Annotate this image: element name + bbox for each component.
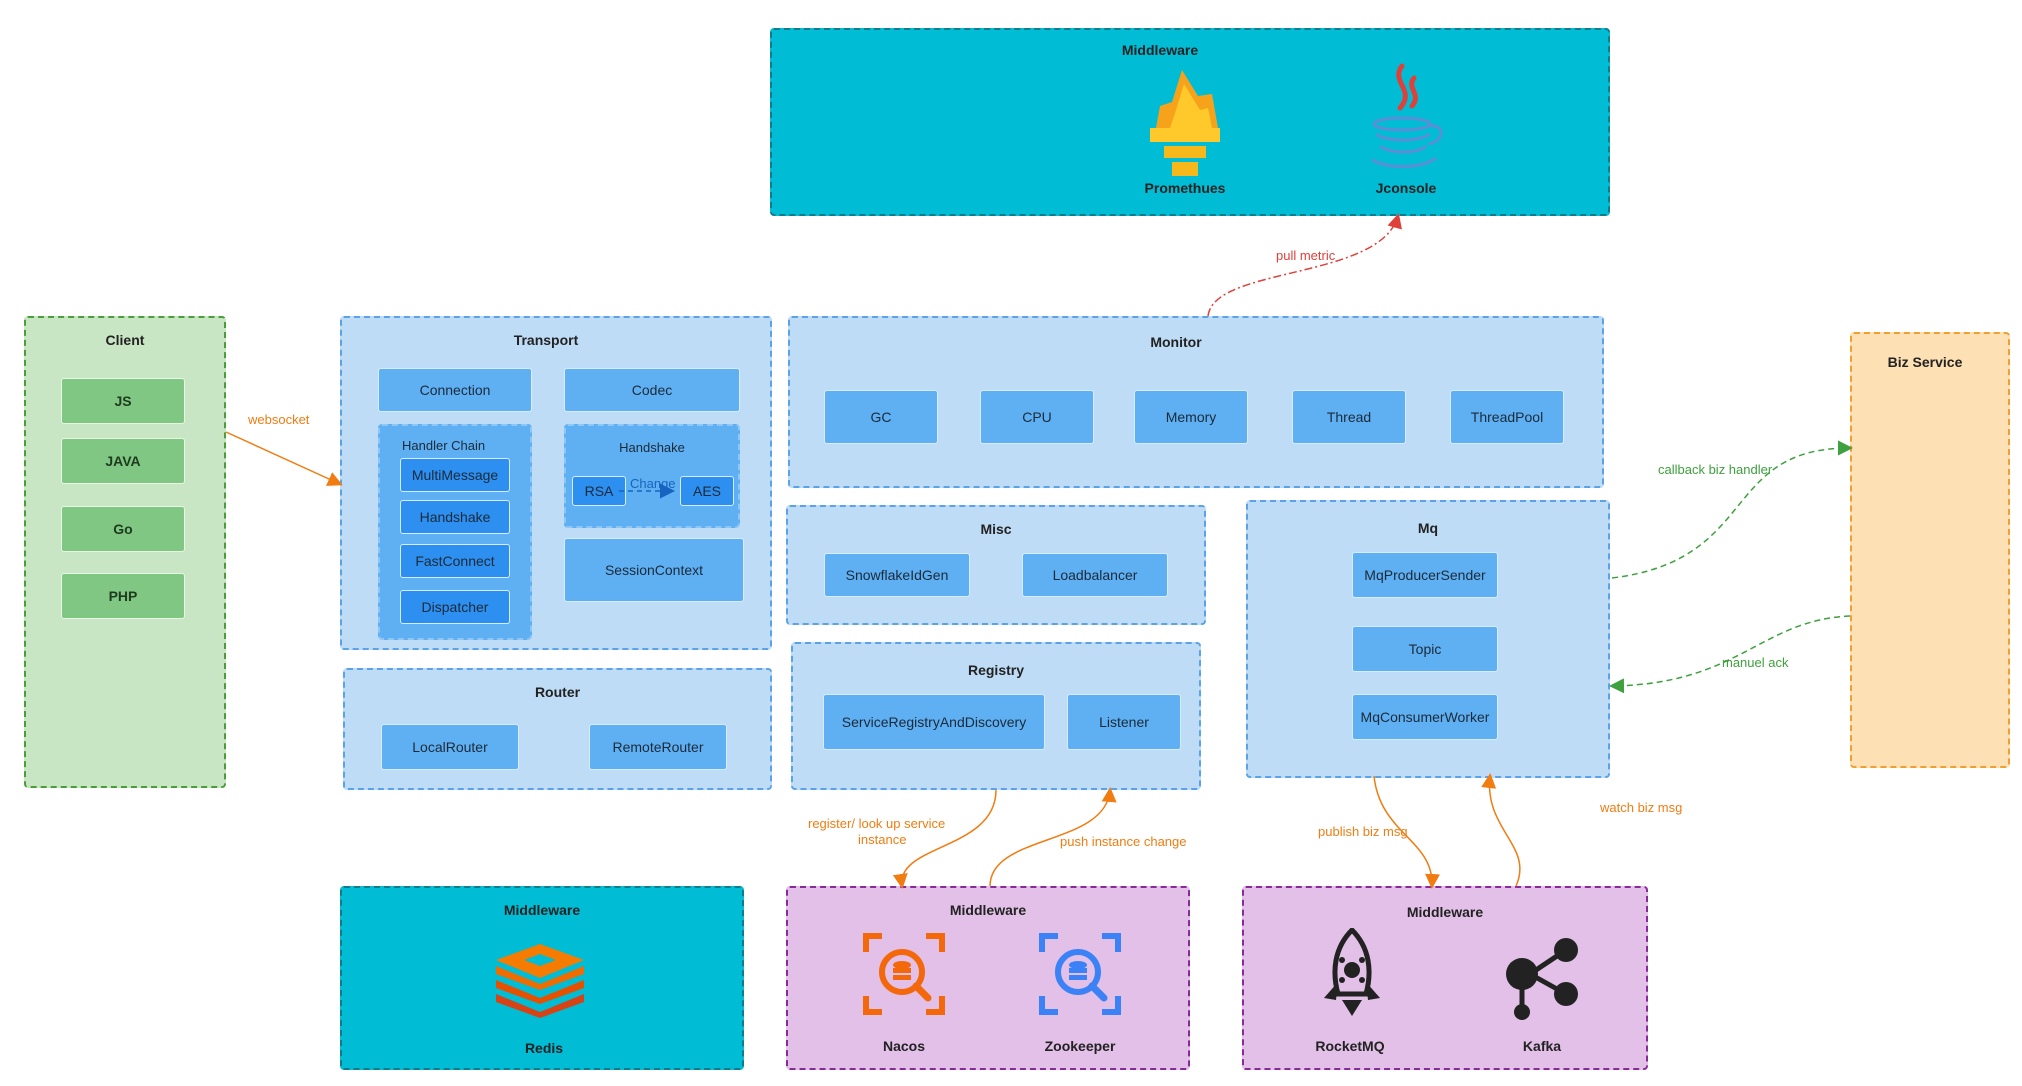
edge-manuel-ack <box>1609 615 1851 694</box>
redis-label: Redis <box>524 1040 564 1056</box>
register-label-line1: register/ look up service <box>808 816 946 831</box>
remote-router-box: RemoteRouter <box>589 724 727 770</box>
monitor-cpu: CPU <box>980 390 1094 444</box>
misc-title: Misc <box>980 521 1012 537</box>
edge-callback <box>1611 440 1853 579</box>
websocket-label: websocket <box>248 412 310 427</box>
rocketmq-icon <box>1324 928 1380 1016</box>
monitor-title: Monitor <box>1150 334 1202 350</box>
client-panel: Client JS JAVA Go PHP <box>24 316 226 788</box>
aes-box: AES <box>680 476 734 506</box>
biz-service-title: Biz Service <box>1887 354 1963 370</box>
rsa-box: RSA <box>572 476 626 506</box>
redis-icon <box>496 944 584 1018</box>
router-panel: Router LocalRouter RemoteRouter <box>343 668 772 790</box>
zookeeper-label: Zookeeper <box>1044 1038 1116 1054</box>
middleware-top-panel: Middleware Promethues Jconsole <box>770 28 1610 216</box>
client-js: JS <box>61 378 185 424</box>
edge-register <box>892 789 997 889</box>
nacos-icon <box>863 933 945 1015</box>
session-context-box: SessionContext <box>564 538 744 602</box>
client-php: PHP <box>61 573 185 619</box>
codec-box: Codec <box>564 368 740 412</box>
router-title: Router <box>534 684 581 700</box>
middleware-redis-title: Middleware <box>503 902 581 918</box>
zookeeper-icon <box>1039 933 1121 1015</box>
edge-pull-metric <box>1207 213 1402 317</box>
handler-multimessage: MultiMessage <box>400 458 510 492</box>
kafka-icon <box>1506 938 1578 1020</box>
edge-push-change <box>989 787 1117 887</box>
jconsole-label: Jconsole <box>1375 180 1437 196</box>
transport-panel: Transport Connection Codec Handler Chain… <box>340 316 772 650</box>
middleware-registry-panel: Middleware Nacos Zookeeper <box>786 886 1190 1070</box>
transport-title: Transport <box>513 332 579 348</box>
middleware-mq-title: Middleware <box>1406 904 1484 920</box>
edge-watch <box>1481 773 1521 887</box>
edge-websocket <box>225 431 343 486</box>
listener-box: Listener <box>1067 694 1181 750</box>
push-change-label: push instance change <box>1060 834 1187 849</box>
pull-metric-label: pull metric <box>1276 248 1336 263</box>
mq-panel: Mq MqProducerSender Topic MqConsumerWork… <box>1246 500 1610 778</box>
snowflake-box: SnowflakeIdGen <box>824 553 970 597</box>
client-title: Client <box>105 332 145 348</box>
edge-publish <box>1373 775 1441 889</box>
handshake-title: Handshake <box>619 440 685 455</box>
manuel-ack-label: manuel ack <box>1722 655 1789 670</box>
handshake-panel: Handshake RSA AES Change <box>564 424 740 528</box>
middleware-registry-title: Middleware <box>949 902 1027 918</box>
local-router-box: LocalRouter <box>381 724 519 770</box>
client-java: JAVA <box>61 438 185 484</box>
registry-title: Registry <box>967 662 1025 678</box>
prometheus-torch-icon <box>1150 70 1220 176</box>
handler-chain-title: Handler Chain <box>402 438 486 453</box>
mq-title: Mq <box>1417 520 1439 536</box>
monitor-thread: Thread <box>1292 390 1406 444</box>
biz-service-panel: Biz Service <box>1850 332 2010 768</box>
java-cup-icon <box>1371 63 1443 169</box>
client-go: Go <box>61 506 185 552</box>
watch-label: watch biz msg <box>1600 800 1683 815</box>
service-registry-box: ServiceRegistryAndDiscovery <box>823 694 1045 750</box>
nacos-label: Nacos <box>882 1038 926 1054</box>
monitor-memory: Memory <box>1134 390 1248 444</box>
monitor-panel: Monitor GC CPU Memory Thread ThreadPool <box>788 316 1604 488</box>
mq-consumer-box: MqConsumerWorker <box>1352 694 1498 740</box>
handler-dispatcher: Dispatcher <box>400 590 510 624</box>
registry-panel: Registry ServiceRegistryAndDiscovery Lis… <box>791 642 1201 790</box>
kafka-label: Kafka <box>1522 1038 1562 1054</box>
prometheus-label: Promethues <box>1144 180 1226 196</box>
middleware-redis-panel: Middleware Redis <box>340 886 744 1070</box>
callback-label: callback biz handler <box>1658 462 1773 477</box>
connection-box: Connection <box>378 368 532 412</box>
handler-handshake: Handshake <box>400 500 510 534</box>
monitor-gc: GC <box>824 390 938 444</box>
misc-panel: Misc SnowflakeIdGen Loadbalancer <box>786 505 1206 625</box>
handler-chain-panel: Handler Chain MultiMessage Handshake Fas… <box>378 424 532 640</box>
register-label-line2: instance <box>858 832 907 847</box>
loadbalancer-box: Loadbalancer <box>1022 553 1168 597</box>
monitor-threadpool: ThreadPool <box>1450 390 1564 444</box>
rocketmq-label: RocketMQ <box>1315 1038 1385 1054</box>
middleware-mq-panel: Middleware RocketMQ Kafka <box>1242 886 1648 1070</box>
middleware-top-title: Middleware <box>1121 42 1199 58</box>
mq-topic-box: Topic <box>1352 626 1498 672</box>
handler-fastconnect: FastConnect <box>400 544 510 578</box>
publish-label: publish biz msg <box>1318 824 1408 839</box>
mq-producer-box: MqProducerSender <box>1352 552 1498 598</box>
